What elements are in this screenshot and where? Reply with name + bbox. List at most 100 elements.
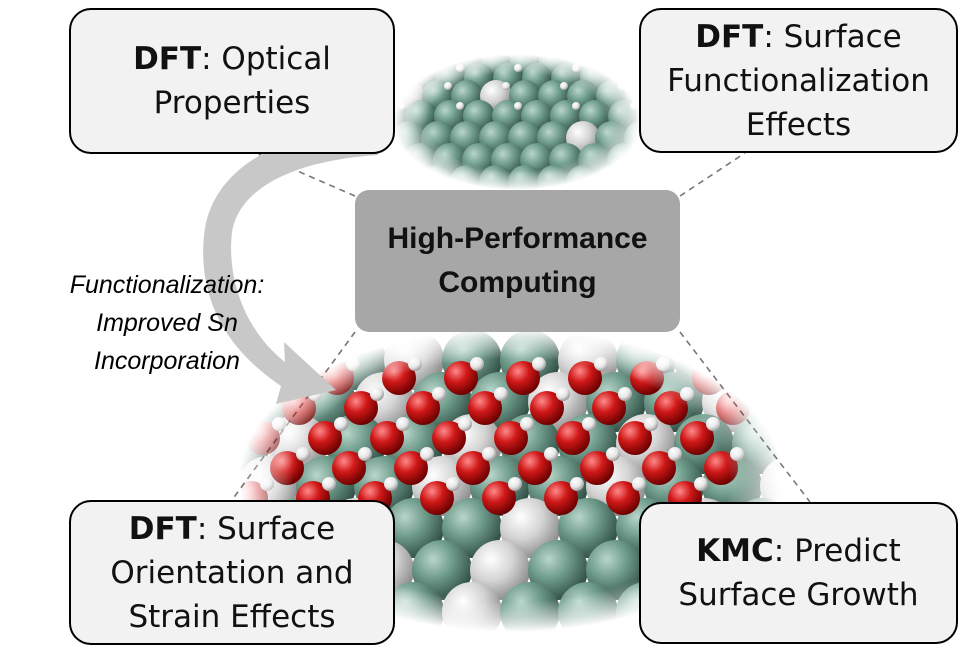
hydrogen-atom: [570, 477, 584, 491]
hydrogen-atom: [582, 417, 596, 431]
hydrogen-atom: [632, 477, 646, 491]
hydrogen-atom: [644, 417, 658, 431]
hydrogen-atom: [502, 82, 510, 90]
oxygen-atom: [406, 391, 440, 425]
hydrogen-atom: [494, 387, 508, 401]
oxygen-atom: [618, 421, 652, 455]
hydrogen-atom: [742, 387, 756, 401]
hydrogen-atom: [680, 387, 694, 401]
box-text: Functionalization: [667, 62, 930, 99]
hydrogen-atom: [296, 447, 310, 461]
hydrogen-atom: [508, 477, 522, 491]
hydrogen-atom: [572, 102, 580, 110]
box-optical-properties: DFT: Optical Properties: [69, 8, 395, 154]
hydrogen-atom: [572, 64, 580, 72]
oxygen-atom: [394, 451, 428, 485]
hydrogen-atom: [334, 417, 348, 431]
hydrogen-atom: [532, 357, 546, 371]
hydrogen-atom: [718, 357, 732, 371]
hpc-center-box: High-Performance Computing: [355, 190, 680, 332]
hydrogen-atom: [544, 447, 558, 461]
oxygen-atom: [544, 481, 578, 515]
hydrogen-atom: [482, 447, 496, 461]
hydrogen-atom: [668, 447, 682, 461]
oxygen-atom: [530, 391, 564, 425]
hydrogen-atom: [656, 357, 670, 371]
hydrogen-atom: [358, 447, 372, 461]
hydrogen-atom: [444, 82, 452, 90]
box-text: Effects: [745, 106, 852, 143]
hydrogen-atom: [458, 417, 472, 431]
top-atomic-surface: [363, 47, 670, 199]
annotation-line3: Incorporation: [94, 347, 240, 375]
box-method-label: DFT: [128, 510, 197, 547]
oxygen-atom: [270, 451, 304, 485]
hydrogen-atom: [396, 417, 410, 431]
oxygen-atom: [432, 421, 466, 455]
hydrogen-atom: [560, 82, 568, 90]
oxygen-atom: [468, 391, 502, 425]
functionalization-annotation: Functionalization: Improved Sn Incorpora…: [36, 266, 298, 380]
oxygen-atom: [344, 391, 378, 425]
hydrogen-atom: [260, 477, 274, 491]
hydrogen-atom: [706, 417, 720, 431]
hydrogen-atom: [420, 447, 434, 461]
hydrogen-atom: [618, 387, 632, 401]
box-text: Strain Effects: [128, 598, 336, 635]
curved-arrow: [203, 126, 378, 404]
oxygen-atom: [654, 391, 688, 425]
box-text: : Optical: [201, 41, 331, 77]
hydrogen-atom: [594, 357, 608, 371]
oxygen-atom: [642, 451, 676, 485]
oxygen-atom: [332, 451, 366, 485]
oxygen-atom: [246, 421, 280, 455]
oxygen-atom: [716, 391, 750, 425]
box-text: Properties: [153, 85, 311, 121]
hydrogen-atom: [272, 417, 286, 431]
hydrogen-atom: [384, 477, 398, 491]
oxygen-atom: [494, 421, 528, 455]
teal-atom: [500, 582, 560, 642]
hydrogen-atom: [470, 357, 484, 371]
hydrogen-atom: [446, 477, 460, 491]
hydrogen-atom: [556, 387, 570, 401]
hydrogen-atom: [456, 102, 464, 110]
box-text: : Surface: [196, 510, 336, 547]
oxygen-atom: [444, 361, 478, 395]
oxygen-atom: [568, 361, 602, 395]
oxygen-atom: [420, 481, 454, 515]
hydrogen-atom: [346, 357, 360, 371]
hydrogen-atom: [432, 387, 446, 401]
hpc-title-line2: Computing: [438, 266, 597, 299]
oxygen-atom: [680, 421, 714, 455]
hydrogen-atom: [444, 48, 452, 56]
teal-atom: [384, 582, 444, 642]
annotation-line1: Functionalization:: [69, 271, 265, 299]
oxygen-atom: [556, 421, 590, 455]
hpc-title-line1: High-Performance: [387, 222, 648, 255]
hydrogen-atom: [514, 64, 522, 72]
gray-atom: [442, 582, 502, 642]
hydrogen-atom: [456, 64, 464, 72]
hydrogen-atom: [408, 357, 422, 371]
box-surface-functionalization: DFT: Surface Functionalization Effects: [639, 8, 958, 153]
box-text: : Surface: [763, 18, 902, 55]
box-kmc-surface-growth: KMC: Predict Surface Growth: [639, 502, 958, 644]
hydrogen-atom: [398, 64, 406, 72]
oxygen-atom: [370, 421, 404, 455]
oxygen-atom: [308, 421, 342, 455]
hydrogen-atom: [502, 48, 510, 56]
oxygen-atom: [506, 361, 540, 395]
oxygen-atom: [382, 361, 416, 395]
oxygen-atom: [704, 451, 738, 485]
box-text: : Predict: [773, 533, 901, 569]
box-text: Surface Growth: [678, 577, 919, 613]
box-orientation-strain: DFT: Surface Orientation and Strain Effe…: [69, 500, 395, 645]
oxygen-atom: [456, 451, 490, 485]
hydrogen-atom: [514, 102, 522, 110]
hydrogen-atom: [398, 102, 406, 110]
hydrogen-atom: [630, 102, 638, 110]
oxygen-atom: [606, 481, 640, 515]
oxygen-atom: [630, 361, 664, 395]
